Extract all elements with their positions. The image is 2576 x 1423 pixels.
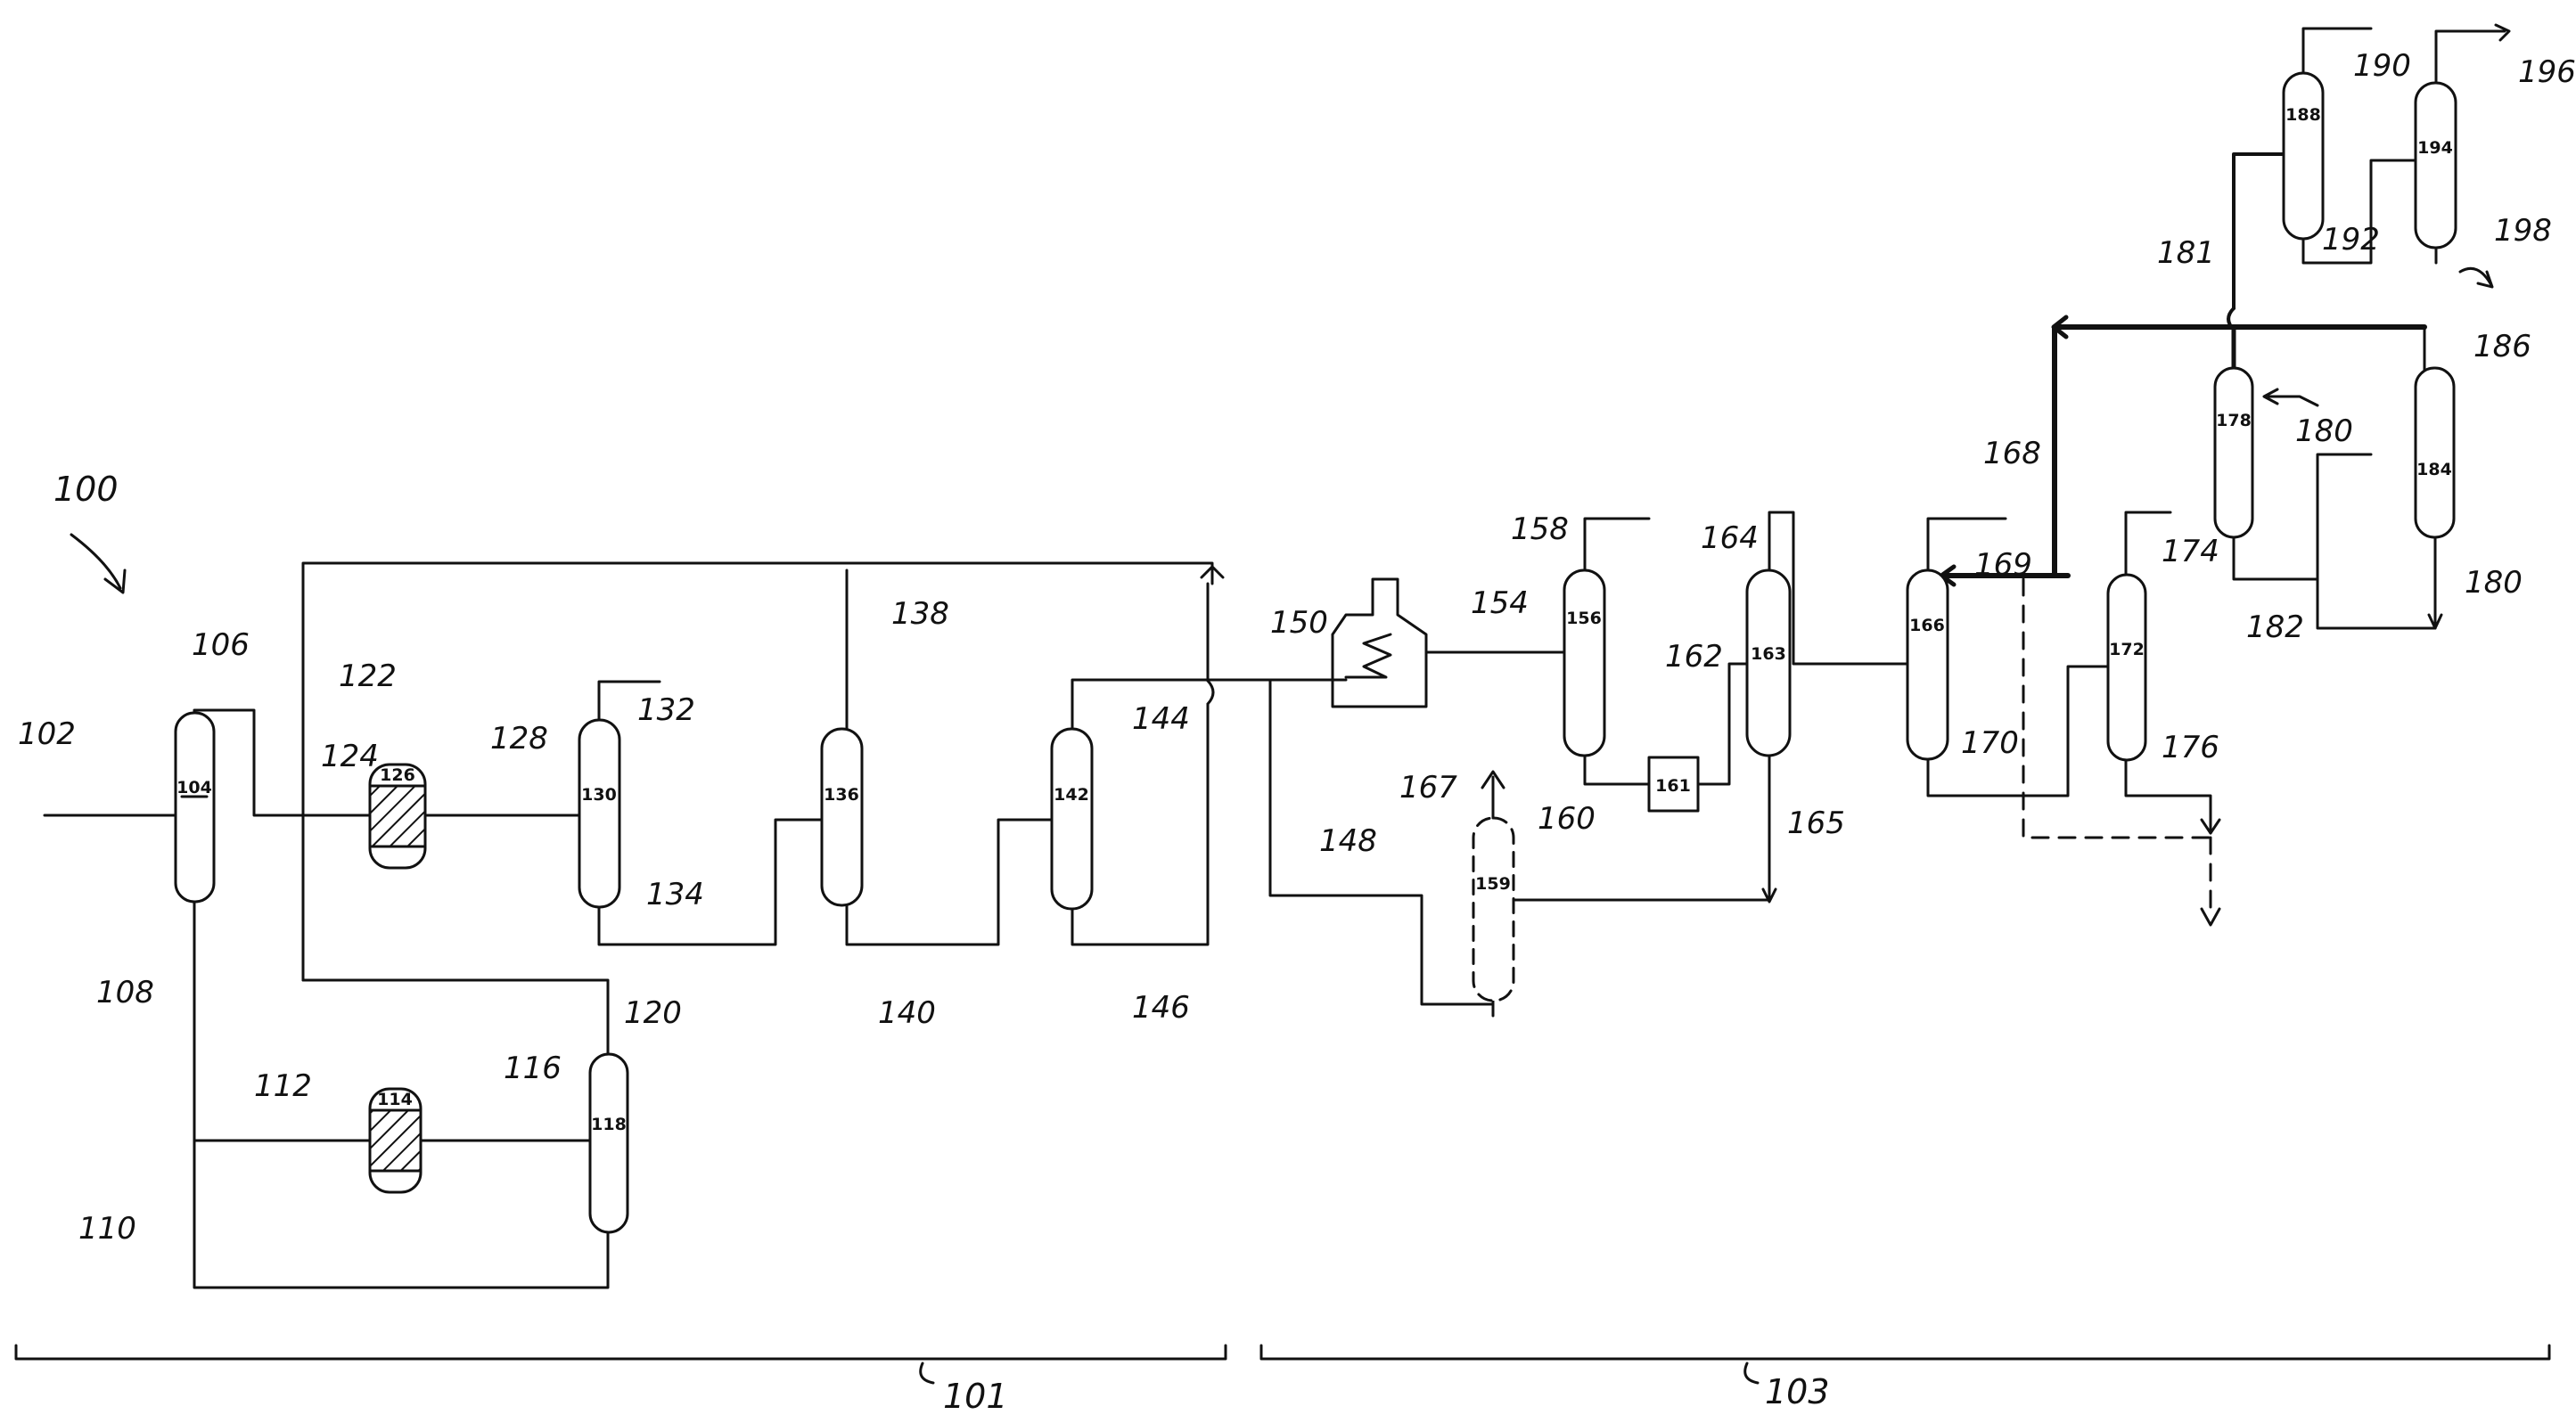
stream-label: 180 <box>2295 413 2353 449</box>
svg-text:142: 142 <box>1054 785 1089 805</box>
section-103-bracket <box>1261 1345 2549 1383</box>
stream-label: 192 <box>2322 222 2380 258</box>
stream-label: 170 <box>1961 725 2019 761</box>
stream-label: 150 <box>1270 605 1328 641</box>
stream-label: 102 <box>18 716 76 752</box>
stream-label: 198 <box>2494 213 2552 249</box>
stream-label: 180 <box>2465 565 2523 601</box>
vessel-column-156: 156 <box>1564 570 1604 756</box>
svg-text:172: 172 <box>2109 640 2145 659</box>
vessel-reactor-114: 114 <box>370 1089 421 1192</box>
svg-text:130: 130 <box>581 785 617 805</box>
stream-label: 167 <box>1399 770 1457 806</box>
svg-text:114: 114 <box>377 1090 413 1109</box>
stream-label: 186 <box>2473 329 2531 364</box>
vessel-column-166: 166 <box>1907 570 1948 759</box>
svg-text:126: 126 <box>380 765 415 785</box>
vessel-column-184: 184 <box>2416 368 2454 537</box>
svg-text:188: 188 <box>2285 105 2321 125</box>
section-label-101: 101 <box>943 1377 1008 1416</box>
svg-text:161: 161 <box>1655 776 1691 796</box>
vessel-column-159: 159 <box>1473 818 1514 1001</box>
vessel-column-163: 163 <box>1747 570 1790 756</box>
vessel-furnace-152 <box>1333 579 1426 707</box>
svg-text:194: 194 <box>2417 138 2453 158</box>
stream-label: 190 <box>2353 48 2411 84</box>
svg-text:118: 118 <box>591 1115 627 1134</box>
svg-text:136: 136 <box>824 785 859 805</box>
section-label-103: 103 <box>1765 1372 1830 1411</box>
vessel-column-104: 104 <box>176 713 214 902</box>
vessel-box-161: 161 <box>1649 757 1698 811</box>
svg-text:184: 184 <box>2416 460 2452 479</box>
stream-label: 160 <box>1538 801 1596 837</box>
vessel-column-178: 178 <box>2215 368 2252 537</box>
system-label: 100 <box>53 470 119 509</box>
system-pointer-arrow <box>71 535 125 593</box>
vessel-column-142: 142 <box>1052 729 1092 909</box>
stream-label: 176 <box>2162 730 2219 765</box>
stream-label: 164 <box>1701 520 1759 556</box>
vessel-column-118: 118 <box>590 1054 628 1232</box>
labels: 100 101 103 102 106 108 110 112 116 120 … <box>18 48 2576 1416</box>
stream-label: 174 <box>2162 534 2219 569</box>
stream-label: 120 <box>624 995 682 1031</box>
stream-label: 148 <box>1319 823 1377 859</box>
stream-label: 158 <box>1511 511 1569 547</box>
stream-label: 169 <box>1974 547 2032 583</box>
vessel-column-136: 136 <box>822 729 862 905</box>
stream-label: 108 <box>96 975 154 1010</box>
stream-label: 168 <box>1983 436 2041 471</box>
vessel-column-194: 194 <box>2416 83 2456 248</box>
stream-label: 162 <box>1665 639 1723 675</box>
section-101-piping <box>45 563 1346 1288</box>
stream-label: 144 <box>1132 701 1190 737</box>
vessel-column-188: 188 <box>2284 73 2323 239</box>
stream-label: 182 <box>2246 609 2304 645</box>
stream-label: 128 <box>490 721 548 756</box>
stream-label: 140 <box>878 995 936 1031</box>
svg-text:178: 178 <box>2216 411 2252 430</box>
stream-label: 132 <box>637 692 695 728</box>
stream-label: 181 <box>2157 235 2215 271</box>
stream-label: 122 <box>339 658 397 694</box>
svg-text:166: 166 <box>1909 616 1945 635</box>
svg-text:163: 163 <box>1751 644 1786 664</box>
section-101-bracket <box>16 1345 1226 1383</box>
svg-text:156: 156 <box>1566 609 1602 628</box>
stream-label: 146 <box>1132 990 1190 1026</box>
vessel-reactor-126: 126 <box>370 765 425 868</box>
stream-label: 165 <box>1787 806 1845 841</box>
svg-text:104: 104 <box>176 778 212 797</box>
stream-label: 112 <box>254 1068 312 1104</box>
stream-label: 110 <box>78 1211 136 1247</box>
stream-label: 106 <box>192 627 250 663</box>
vessel-column-172: 172 <box>2108 575 2145 760</box>
stream-label: 196 <box>2518 54 2576 90</box>
stream-label: 124 <box>321 739 379 774</box>
stream-label: 116 <box>504 1051 562 1086</box>
stream-label: 134 <box>646 877 704 912</box>
stream-label: 138 <box>891 596 949 632</box>
svg-text:159: 159 <box>1475 874 1511 894</box>
vessel-column-130: 130 <box>579 720 619 907</box>
stream-label: 154 <box>1471 585 1529 621</box>
